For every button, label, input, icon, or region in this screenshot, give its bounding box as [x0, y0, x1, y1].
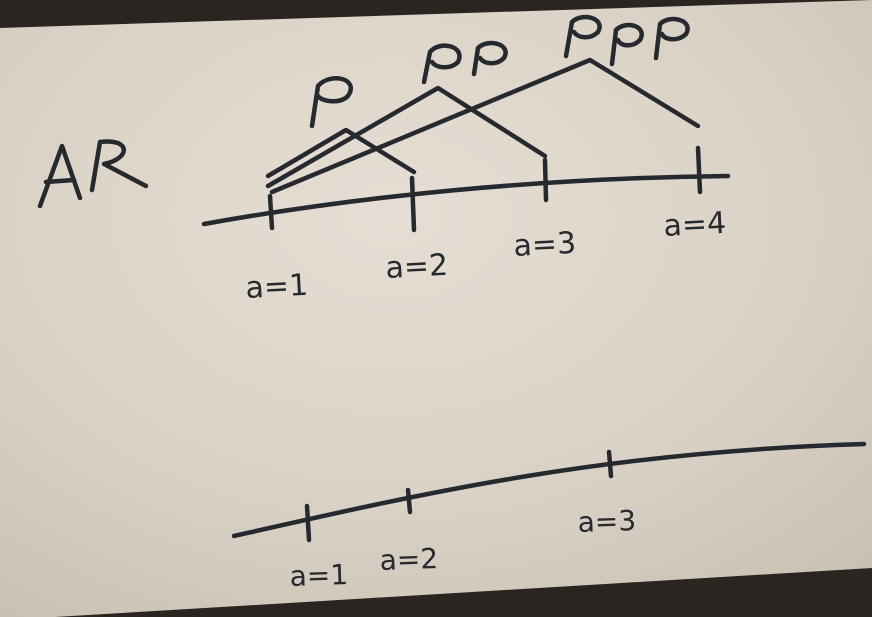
arc-label-lag-3: ρρρ	[566, 10, 657, 66]
arc-label-lag-2: ρρ	[424, 36, 485, 92]
top-tick-label-a1: a=1	[245, 268, 309, 306]
bottom-tick-label-a1: a=1	[289, 558, 349, 593]
arc-lag-1	[265, 127, 417, 179]
top-tick-label-a2: a=2	[385, 248, 449, 286]
top-tick-label-a4: a=4	[663, 206, 727, 244]
title-ar: AR	[38, 148, 124, 221]
arc-lag-3	[269, 57, 701, 195]
bottom-axis-line	[231, 441, 867, 539]
bottom-tick-a1	[304, 503, 312, 543]
top-tick-a3	[542, 157, 549, 203]
bottom-tick-a3	[606, 449, 614, 479]
top-tick-a1	[267, 193, 275, 231]
arc-label-lag-1: ρ	[312, 66, 342, 122]
arc-lag-2	[265, 85, 548, 189]
rho-labels-handwriting	[309, 14, 690, 129]
title-ar-handwriting	[37, 139, 149, 209]
top-tick-a2	[409, 175, 417, 233]
top-tick-a4	[695, 145, 703, 195]
bottom-tick-a2	[405, 487, 413, 515]
bottom-tick-label-a3: a=3	[577, 504, 637, 539]
bottom-tick-label-a2: a=2	[379, 542, 439, 577]
top-tick-label-a3: a=3	[513, 226, 577, 264]
